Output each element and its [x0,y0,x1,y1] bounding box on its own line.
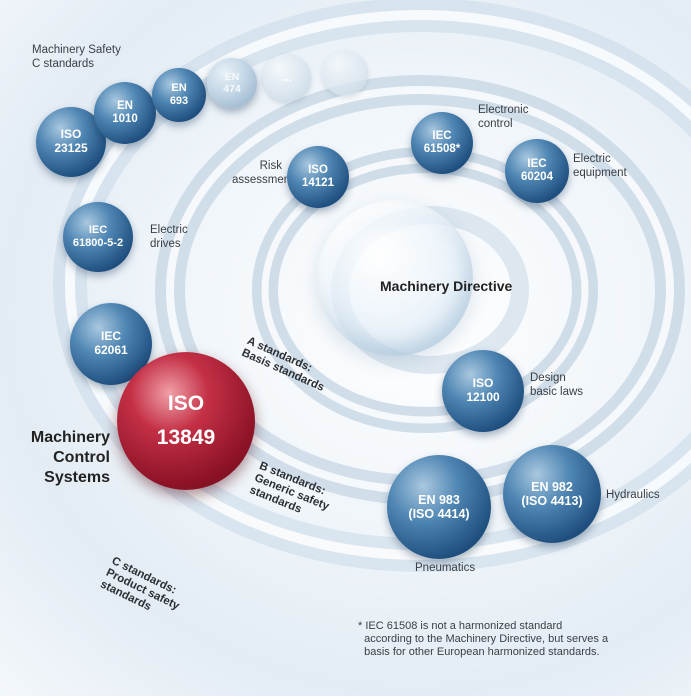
sphere-line1: ISO [60,127,82,142]
sphere-iso-23125[interactable]: ISO 23125 [36,107,106,177]
sphere-line1: EN [117,99,133,112]
sphere-line1: EN 982 [531,479,573,494]
sphere-line2: 1010 [112,113,138,125]
sphere-ellipsis[interactable]: ... [263,54,311,102]
sphere-line1: ISO [167,391,205,415]
sphere-iec-61800[interactable]: IEC 61800-5-2 [63,202,133,272]
label-pneumatics: Pneumatics [415,562,476,574]
label-electric-drives: Electric drives [150,224,188,250]
sphere-empty [322,50,368,96]
sphere-en-1010[interactable]: EN 1010 [94,82,156,144]
ellipsis-text: ... [281,70,292,85]
sphere-line1: EN [224,70,240,83]
sphere-line2: 693 [169,95,189,107]
sphere-line1: EN 983 [418,492,460,507]
sphere-line2: (ISO 4414) [408,507,470,521]
machinery-directive-sphere[interactable] [317,200,473,356]
sphere-en-983[interactable]: EN 983 (ISO 4414) [387,455,491,559]
sphere-line1: EN [171,82,187,95]
sphere-line2: 23125 [54,141,88,155]
sphere-line1: ISO [472,376,494,391]
page-title: Machinery Directive [380,278,513,294]
sphere-iec-61508[interactable]: IEC 61508* [411,112,473,174]
label-risk-assessment: Risk assessment [232,160,294,186]
sphere-line1: ISO [308,163,328,176]
c-standards-header: Machinery Safety C standards [32,44,121,70]
sphere-line1: IEC [88,224,108,237]
sphere-iso-12100[interactable]: ISO 12100 [442,350,524,432]
sphere-line2: 61508* [423,143,461,155]
sphere-line2: 62061 [94,343,128,357]
sphere-en-693[interactable]: EN 693 [152,68,206,122]
sphere-line1: IEC [100,329,121,344]
sphere-line2: 474 [223,83,241,95]
sphere-iso-13849[interactable]: ISO 13849 [117,352,255,490]
sphere-line2: 13849 [156,426,216,449]
footnote: * IEC 61508 is not a harmonized standard… [358,620,609,659]
sphere-line1: IEC [527,157,547,170]
sphere-line2: (ISO 4413) [521,494,583,508]
label-electric-equipment: Electric equipment [573,153,627,179]
sphere-line2: 14121 [302,177,334,189]
label-hydraulics: Hydraulics [606,489,660,501]
sphere-en-982[interactable]: EN 982 (ISO 4413) [503,445,601,543]
sphere-line1: IEC [432,129,452,142]
sphere-en-474[interactable]: EN 474 [207,58,257,108]
sphere-line2: 61800-5-2 [72,237,124,249]
sphere-iso-14121[interactable]: ISO 14121 [287,146,349,208]
sphere-line2: 12100 [466,390,500,404]
sphere-iec-60204[interactable]: IEC 60204 [505,139,569,203]
label-design-basic-laws: Design basic laws [530,372,584,398]
sphere-line2: 60204 [521,171,553,183]
label-electronic-control: Electronic control [478,104,529,130]
label-machinery-control-systems: Machinery Control Systems [30,429,110,486]
